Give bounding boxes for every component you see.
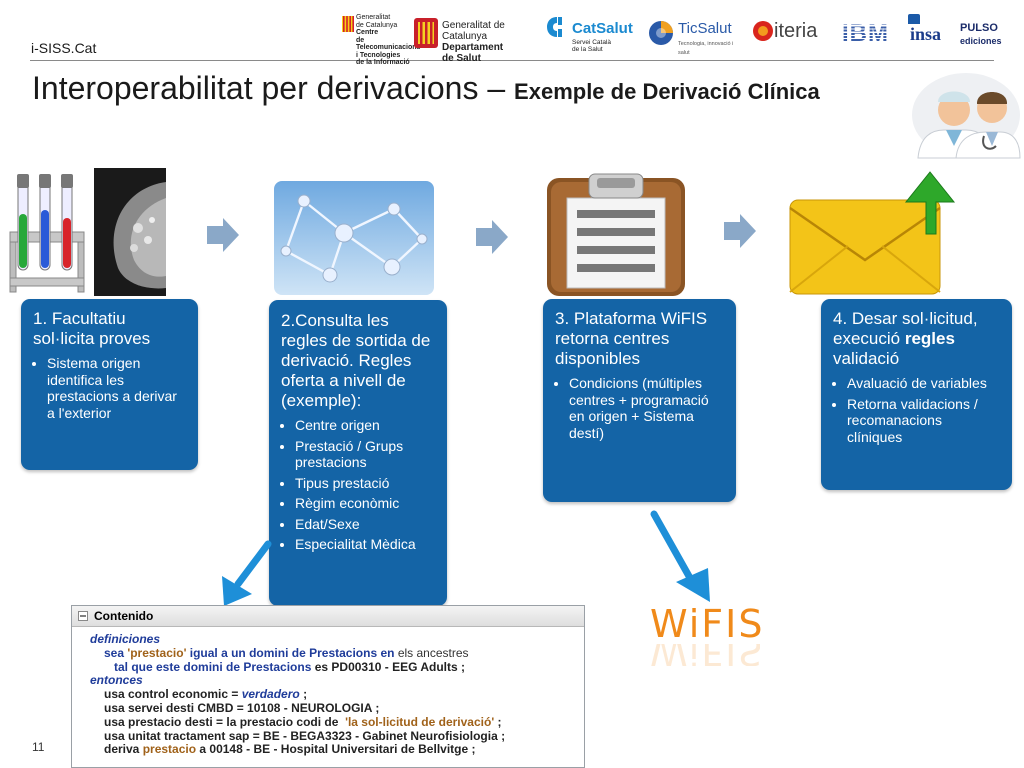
ticsalut-logo: TicSalut Tecnologia, innovació i salut: [648, 14, 740, 56]
catsalut-emblem-icon: [547, 17, 562, 37]
envelope-upload-icon: [789, 171, 956, 295]
iteria-sun-icon: [753, 21, 773, 41]
step-4-box: 4. Desar sol·licitud, execució regles va…: [821, 299, 1012, 490]
collapse-icon[interactable]: [78, 611, 88, 621]
doctors-icon: [912, 73, 1021, 159]
step-heading: 1. Facultatiu sol·licita proves: [33, 309, 151, 348]
code-line: sea 'prestacio' igual a un domini de Pre…: [104, 645, 469, 660]
code-line: tal que este domini de Prestacions es PD…: [114, 659, 466, 674]
clipboard-icon: [547, 173, 685, 296]
arrow-down-left-icon: [222, 540, 272, 606]
arrow-right-icon: [476, 220, 508, 254]
arrow-right-icon: [724, 214, 756, 248]
step-bullet: Especialitat Mèdica: [295, 536, 435, 553]
step-bullet: Centre origen: [295, 417, 435, 434]
code-line: usa unitat tractament sap = BE - BEGA332…: [104, 728, 506, 743]
step-3-box: 3. Plataforma WiFIS retorna centres disp…: [543, 299, 736, 502]
insa-mark-icon: [908, 14, 920, 24]
code-line: usa servei desti CMBD = 10108 - NEUROLOG…: [104, 700, 380, 715]
panel-title: Contenido: [94, 609, 154, 623]
step-heading: 2.Consulta les regles de sortida de deri…: [281, 311, 431, 410]
step-bullet: Avaluació de variables: [847, 375, 1000, 392]
step-heading: 4. Desar sol·licitud, execució regles va…: [833, 309, 978, 368]
step-bullet: Edat/Sexe: [295, 516, 435, 533]
code-line: deriva prestacio a 00148 - BE - Hospital…: [104, 742, 476, 757]
test-tubes-icon: [9, 174, 85, 293]
gencat-flag-icon: [342, 16, 354, 32]
network-graph-image: [274, 181, 434, 295]
panel-title-bar: Contenido: [72, 606, 584, 627]
ibm-logo: IBM: [842, 20, 889, 47]
step-1-box: 1. Facultatiu sol·licita proves Sistema …: [21, 299, 198, 470]
step-2-box: 2.Consulta les regles de sortida de deri…: [269, 300, 447, 606]
iteria-logo: iteria: [752, 14, 830, 52]
step-bullet: Sistema origen identifica les prestacion…: [47, 355, 186, 421]
arrow-down-right-icon: [650, 510, 710, 602]
arrow-right-icon: [207, 218, 239, 252]
header-divider: [30, 60, 994, 61]
gencat-salut-emblem-icon: [414, 18, 438, 48]
step-bullet: Prestació / Grups prestacions: [295, 438, 435, 471]
step-bullet: Règim econòmic: [295, 495, 435, 512]
step-heading: 3. Plataforma WiFIS retorna centres disp…: [555, 309, 708, 368]
ticsalut-globe-icon: [649, 21, 673, 45]
code-line: usa control economic = verdadero ;: [104, 687, 308, 702]
mammography-image: [94, 168, 166, 296]
pulso-logo: PULSO ediciones: [960, 22, 1002, 46]
code-line: entonces: [90, 673, 143, 688]
slide-title: Interoperabilitat per derivacions – Exem…: [32, 70, 820, 106]
step-bullet: Condicions (múltiples centres + programa…: [569, 375, 724, 441]
insa-logo: insa: [908, 14, 954, 52]
step-bullet: Tipus prestació: [295, 475, 435, 492]
code-line: usa prestacio desti = la prestacio codi …: [104, 714, 502, 729]
wifis-logo: WiFIS WiFIS: [650, 602, 765, 666]
step-bullet: Retorna validacions / recomanacions clín…: [847, 396, 1000, 446]
code-line: definiciones: [90, 632, 161, 646]
header-label: i-SISS.Cat: [31, 40, 97, 56]
page-number: 11: [32, 740, 45, 754]
